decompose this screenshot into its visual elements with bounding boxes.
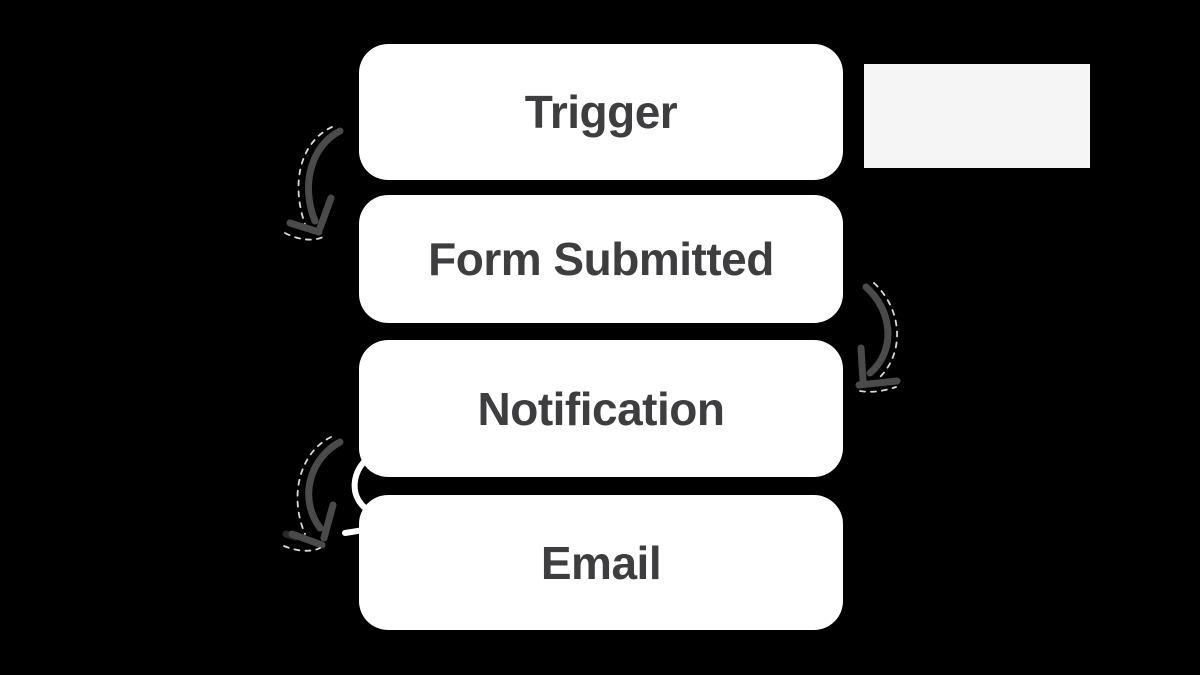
arrow-trigger-to-form-submitted [284,126,344,241]
node-email-label: Email [540,536,662,589]
arrow-form-submitted-to-notification [855,282,901,393]
node-email: Email [359,495,843,630]
node-notification: Notification [359,340,843,477]
arrowhead-barb-top [857,344,867,385]
arrowhead-sketch-underline [284,232,324,241]
arrow-sketch-outline [873,282,898,380]
arrowhead-barb-right [316,194,335,232]
arrow-sketch-outline [297,126,333,228]
node-form-submitted-label: Form Submitted [428,233,774,285]
arrowhead-barb-left [286,219,323,236]
node-trigger: Trigger [359,44,843,180]
node-trigger-label: Trigger [524,86,678,138]
arrow-sketch-outline [296,436,332,535]
arrow-curve [305,438,344,532]
arrowhead-stub [282,530,300,541]
arrowhead-barb-right [320,501,337,542]
arrow-curve [305,127,344,225]
arrowhead-sketch-underline [859,386,897,393]
arrow-curve [862,283,892,377]
node-notification-label: Notification [477,382,725,435]
arrowhead-barb-bottom [855,377,901,389]
background-panel [864,64,1090,168]
arrowhead-sketch-underline [283,545,321,552]
node-form-submitted: Form Submitted [359,195,843,323]
arrow-notification-to-email [282,436,344,552]
